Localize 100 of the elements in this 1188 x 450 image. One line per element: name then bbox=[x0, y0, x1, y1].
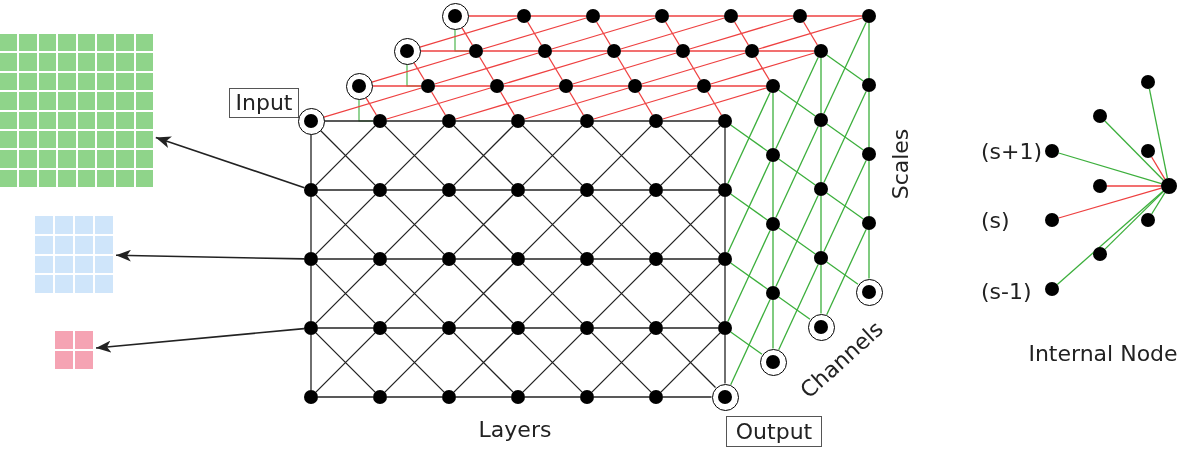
connector-line bbox=[737, 15, 794, 17]
scale-label: (s) bbox=[981, 210, 1010, 232]
connector-line bbox=[1058, 187, 1162, 219]
connector-line bbox=[662, 87, 767, 120]
crossed-connectors bbox=[384, 125, 445, 186]
connector-line bbox=[317, 258, 374, 260]
connector-line bbox=[1104, 120, 1165, 181]
connector-line bbox=[323, 120, 374, 122]
connector-line bbox=[547, 56, 564, 81]
connector-line bbox=[641, 85, 698, 87]
connector-line bbox=[775, 194, 819, 288]
connector-line bbox=[430, 91, 447, 116]
connector-line bbox=[758, 50, 815, 52]
connector-line bbox=[689, 50, 746, 52]
crossed-connectors bbox=[315, 194, 376, 255]
connector-line bbox=[826, 228, 867, 316]
connector-line bbox=[730, 298, 771, 386]
connector-line bbox=[662, 120, 719, 122]
connector-line bbox=[778, 89, 816, 117]
connector-line bbox=[664, 21, 681, 46]
connector-line bbox=[637, 91, 654, 116]
connector-line bbox=[467, 15, 518, 17]
arrow bbox=[115, 249, 305, 262]
axis-label: Scales bbox=[890, 128, 912, 200]
connector-line bbox=[820, 264, 822, 315]
connector-line bbox=[593, 327, 650, 329]
crossed-connectors bbox=[522, 263, 583, 324]
connector-line bbox=[706, 91, 723, 116]
connector-line bbox=[826, 261, 859, 285]
connector-line bbox=[1148, 88, 1169, 179]
connector-line bbox=[386, 327, 443, 329]
crossed-connectors bbox=[591, 332, 652, 393]
crossed-connectors bbox=[591, 125, 652, 186]
connector-line bbox=[806, 15, 863, 17]
connector-line bbox=[524, 258, 581, 260]
connector-line bbox=[386, 396, 443, 398]
connector-line bbox=[524, 396, 581, 398]
connector-line bbox=[478, 56, 495, 81]
connector-line bbox=[616, 56, 633, 81]
connector-line bbox=[455, 87, 560, 120]
connector-line bbox=[593, 258, 650, 260]
connector-line bbox=[826, 54, 864, 82]
arrow bbox=[95, 327, 305, 353]
crossed-connectors bbox=[384, 194, 445, 255]
connector-line bbox=[434, 85, 491, 87]
connector-line bbox=[820, 126, 822, 183]
boxed-label: Output bbox=[726, 416, 822, 447]
crossed-connectors bbox=[453, 194, 514, 255]
connector-line bbox=[730, 331, 763, 355]
connector-line bbox=[593, 396, 650, 398]
connector-line bbox=[386, 258, 443, 260]
crossed-connectors bbox=[315, 332, 376, 393]
connector-line bbox=[593, 120, 650, 122]
feature-map-grid bbox=[0, 34, 153, 187]
connector-line bbox=[868, 91, 870, 148]
arrow bbox=[155, 136, 306, 189]
crossed-connectors bbox=[384, 263, 445, 324]
connector-line bbox=[419, 17, 518, 48]
connector-line bbox=[551, 50, 608, 52]
connector-line bbox=[662, 258, 719, 260]
connector-line bbox=[371, 52, 470, 83]
connector-line bbox=[503, 85, 560, 87]
connector-line bbox=[323, 87, 422, 118]
connector-line bbox=[1058, 152, 1162, 185]
connector-line bbox=[310, 133, 312, 184]
crossed-connectors bbox=[453, 125, 514, 186]
connector-line bbox=[662, 327, 719, 329]
connector-line bbox=[823, 90, 867, 184]
connector-line bbox=[772, 92, 774, 149]
connector-line bbox=[524, 327, 581, 329]
connector-line bbox=[727, 160, 771, 254]
connector-line bbox=[455, 258, 512, 260]
connector-line bbox=[868, 229, 870, 280]
connector-line bbox=[772, 299, 774, 350]
connector-line bbox=[503, 52, 608, 85]
connector-line bbox=[593, 189, 650, 191]
connector-line bbox=[455, 327, 512, 329]
connector-line bbox=[662, 396, 713, 398]
connector-line bbox=[317, 327, 374, 329]
crossed-connectors bbox=[591, 194, 652, 255]
connector-line bbox=[710, 52, 815, 85]
connector-line bbox=[1106, 185, 1162, 187]
connector-line bbox=[530, 15, 587, 17]
connector-line bbox=[772, 161, 774, 218]
crossed-connectors bbox=[384, 332, 445, 393]
connector-line bbox=[1104, 190, 1164, 250]
connector-line bbox=[868, 160, 870, 217]
connector-line bbox=[826, 192, 864, 220]
connector-line bbox=[317, 396, 374, 398]
connector-line bbox=[1151, 192, 1166, 215]
connector-line bbox=[524, 120, 581, 122]
connector-line bbox=[620, 17, 725, 50]
crossed-connectors bbox=[453, 332, 514, 393]
connector-line bbox=[371, 85, 422, 87]
connector-line bbox=[572, 52, 677, 85]
connector-line bbox=[1056, 190, 1164, 286]
connector-line bbox=[802, 21, 819, 46]
connector-line bbox=[820, 195, 822, 252]
connector-line bbox=[551, 17, 656, 50]
connector-line bbox=[662, 189, 719, 191]
